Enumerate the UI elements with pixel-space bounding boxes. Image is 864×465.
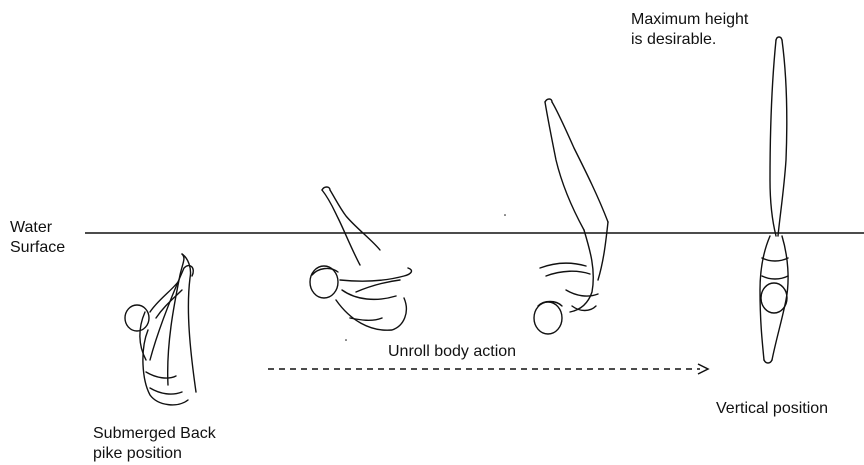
water-surface-label-line-2: Surface bbox=[10, 238, 65, 258]
unroll-arrow bbox=[268, 364, 708, 374]
maximum-height-label-line-2: is desirable. bbox=[631, 30, 748, 50]
submerged-label-line-2: pike position bbox=[93, 444, 216, 464]
submerged-label-line-1: Submerged Back bbox=[93, 424, 216, 444]
water-surface-label: Water Surface bbox=[10, 218, 65, 258]
maximum-height-label-line-1: Maximum height bbox=[631, 10, 748, 30]
unroll-body-action-label: Unroll body action bbox=[388, 342, 516, 362]
submerged-back-pike-label: Submerged Back pike position bbox=[93, 424, 216, 464]
unrolling-diver-late bbox=[534, 99, 608, 334]
vertical-diver bbox=[760, 37, 788, 363]
water-surface-label-line-1: Water bbox=[10, 218, 65, 238]
maximum-height-label: Maximum height is desirable. bbox=[631, 10, 748, 50]
vertical-position-label: Vertical position bbox=[716, 399, 828, 419]
submerged-back-pike-diver bbox=[125, 254, 196, 405]
unrolling-diver-early bbox=[310, 187, 411, 330]
